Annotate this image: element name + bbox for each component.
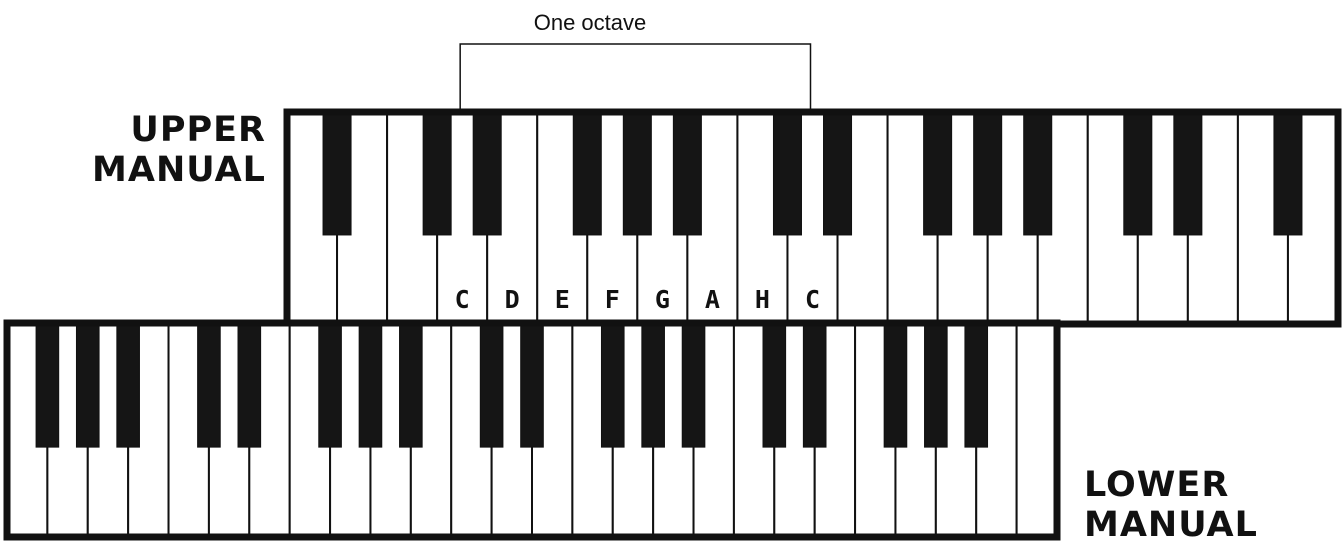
- upper-manual-label-line2: MANUAL: [92, 150, 266, 190]
- upper-manual-black-key: [1173, 111, 1203, 236]
- note-letter: F: [605, 285, 620, 314]
- upper-manual-black-key: [422, 111, 452, 236]
- lower-manual-label-line1: LOWER: [1084, 465, 1230, 505]
- lower-manual-black-key: [520, 322, 544, 448]
- lower-manual-label: LOWER MANUAL: [1084, 465, 1258, 545]
- note-letter: C: [455, 285, 470, 314]
- lower-manual-black-key: [399, 322, 423, 448]
- upper-manual-black-key: [1273, 111, 1303, 236]
- lower-manual-black-key: [883, 322, 908, 448]
- lower-manual-black-key: [237, 322, 262, 448]
- lower-manual-black-key: [802, 322, 827, 448]
- lower-manual-black-key: [479, 322, 504, 448]
- upper-manual-black-key: [923, 111, 953, 236]
- lower-manual-black-key: [318, 322, 342, 448]
- lower-manual-black-key: [924, 322, 948, 448]
- lower-manual-black-key: [197, 322, 221, 448]
- lower-manual-black-key: [681, 322, 706, 448]
- upper-manual-label-line1: UPPER: [130, 110, 266, 150]
- lower-manual-black-key: [358, 322, 383, 448]
- lower-manual-frame: [3, 319, 1061, 541]
- upper-manual-label: UPPER MANUAL: [92, 110, 266, 190]
- note-letter: A: [705, 285, 720, 314]
- lower-manual-label-line2: MANUAL: [1084, 505, 1258, 545]
- note-letter: D: [505, 285, 520, 314]
- lower-manual-black-key: [964, 322, 989, 448]
- upper-manual-black-key: [772, 111, 802, 236]
- lower-manual-keyboard: [3, 319, 1061, 541]
- upper-manual-black-key: [322, 111, 352, 236]
- octave-bracket: [459, 43, 812, 110]
- upper-manual-black-key: [1123, 111, 1153, 236]
- upper-manual-black-key: [672, 111, 702, 236]
- upper-manual-keyboard: [283, 108, 1342, 328]
- note-letter: C: [805, 285, 820, 314]
- lower-manual-white-key: [1015, 322, 1058, 538]
- upper-manual-black-key: [472, 111, 502, 236]
- lower-manual-black-key: [762, 322, 787, 448]
- lower-manual-black-key: [116, 322, 140, 448]
- octave-caption: One octave: [533, 10, 647, 35]
- note-letter: E: [555, 285, 570, 314]
- note-letter: H: [755, 285, 770, 314]
- lower-manual-black-key: [600, 322, 625, 448]
- upper-manual-black-key: [622, 111, 652, 236]
- lower-manual-black-key: [35, 322, 60, 448]
- upper-manual-black-key: [572, 111, 602, 236]
- lower-manual-black-key: [641, 322, 665, 448]
- lower-manual-black-key: [75, 322, 100, 448]
- upper-manual-black-key: [1023, 111, 1053, 236]
- octave-bracket-line: [459, 43, 812, 110]
- upper-manual-black-key: [823, 111, 853, 236]
- note-letter: G: [655, 285, 670, 314]
- upper-manual-black-key: [973, 111, 1003, 236]
